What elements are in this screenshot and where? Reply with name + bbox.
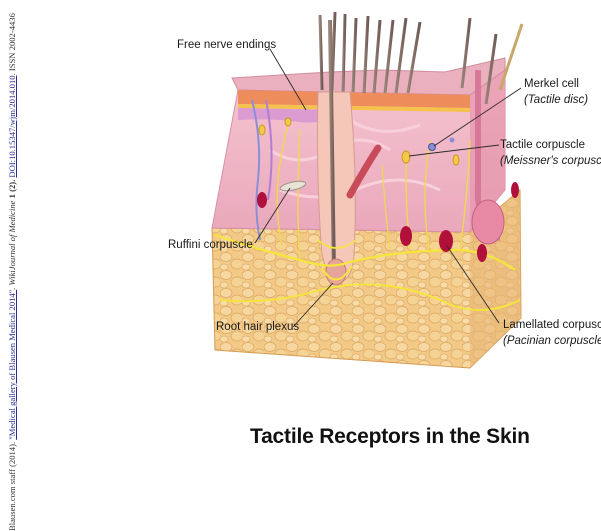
label-root-hair-plexus: Root hair plexus xyxy=(216,321,299,334)
hair-follicle xyxy=(318,20,356,285)
label-merkel-cell: Merkel cell xyxy=(524,78,579,91)
label-tactile-corpuscle: Tactile corpuscle xyxy=(500,139,585,152)
credit-link[interactable]: "Medical gallery of Blausen Medical 2014… xyxy=(7,290,17,440)
skin-cross-section xyxy=(0,0,601,486)
credit-doi[interactable]: DOI:10.15347/wjm/2014.010 xyxy=(7,75,17,177)
label-lamellated-corpuscle-sub: (Pacinian corpuscle) xyxy=(503,335,601,348)
figure-title: Tactile Receptors in the Skin xyxy=(250,425,530,449)
credit-prefix: Blausen.com staff (2014). xyxy=(7,440,17,531)
credit-issn: . ISSN 2002-4436 xyxy=(7,13,17,75)
label-lamellated-corpuscle: Lamellated corpuscle xyxy=(503,319,601,332)
citation-credit: Blausen.com staff (2014). "Medical galle… xyxy=(7,61,17,531)
label-free-nerve-endings: Free nerve endings xyxy=(177,39,276,52)
label-ruffini-corpuscle: Ruffini corpuscle xyxy=(168,239,253,252)
diagram-canvas: Free nerve endings Merkel cell (Tactile … xyxy=(0,0,601,486)
sweat-gland xyxy=(472,200,504,244)
credit-volume: 1 (2). xyxy=(7,178,17,201)
label-merkel-cell-sub: (Tactile disc) xyxy=(524,94,588,107)
credit-journal: . WikiJournal of Medicine xyxy=(7,201,17,290)
label-tactile-corpuscle-sub: (Meissner's corpuscle) xyxy=(500,155,601,168)
